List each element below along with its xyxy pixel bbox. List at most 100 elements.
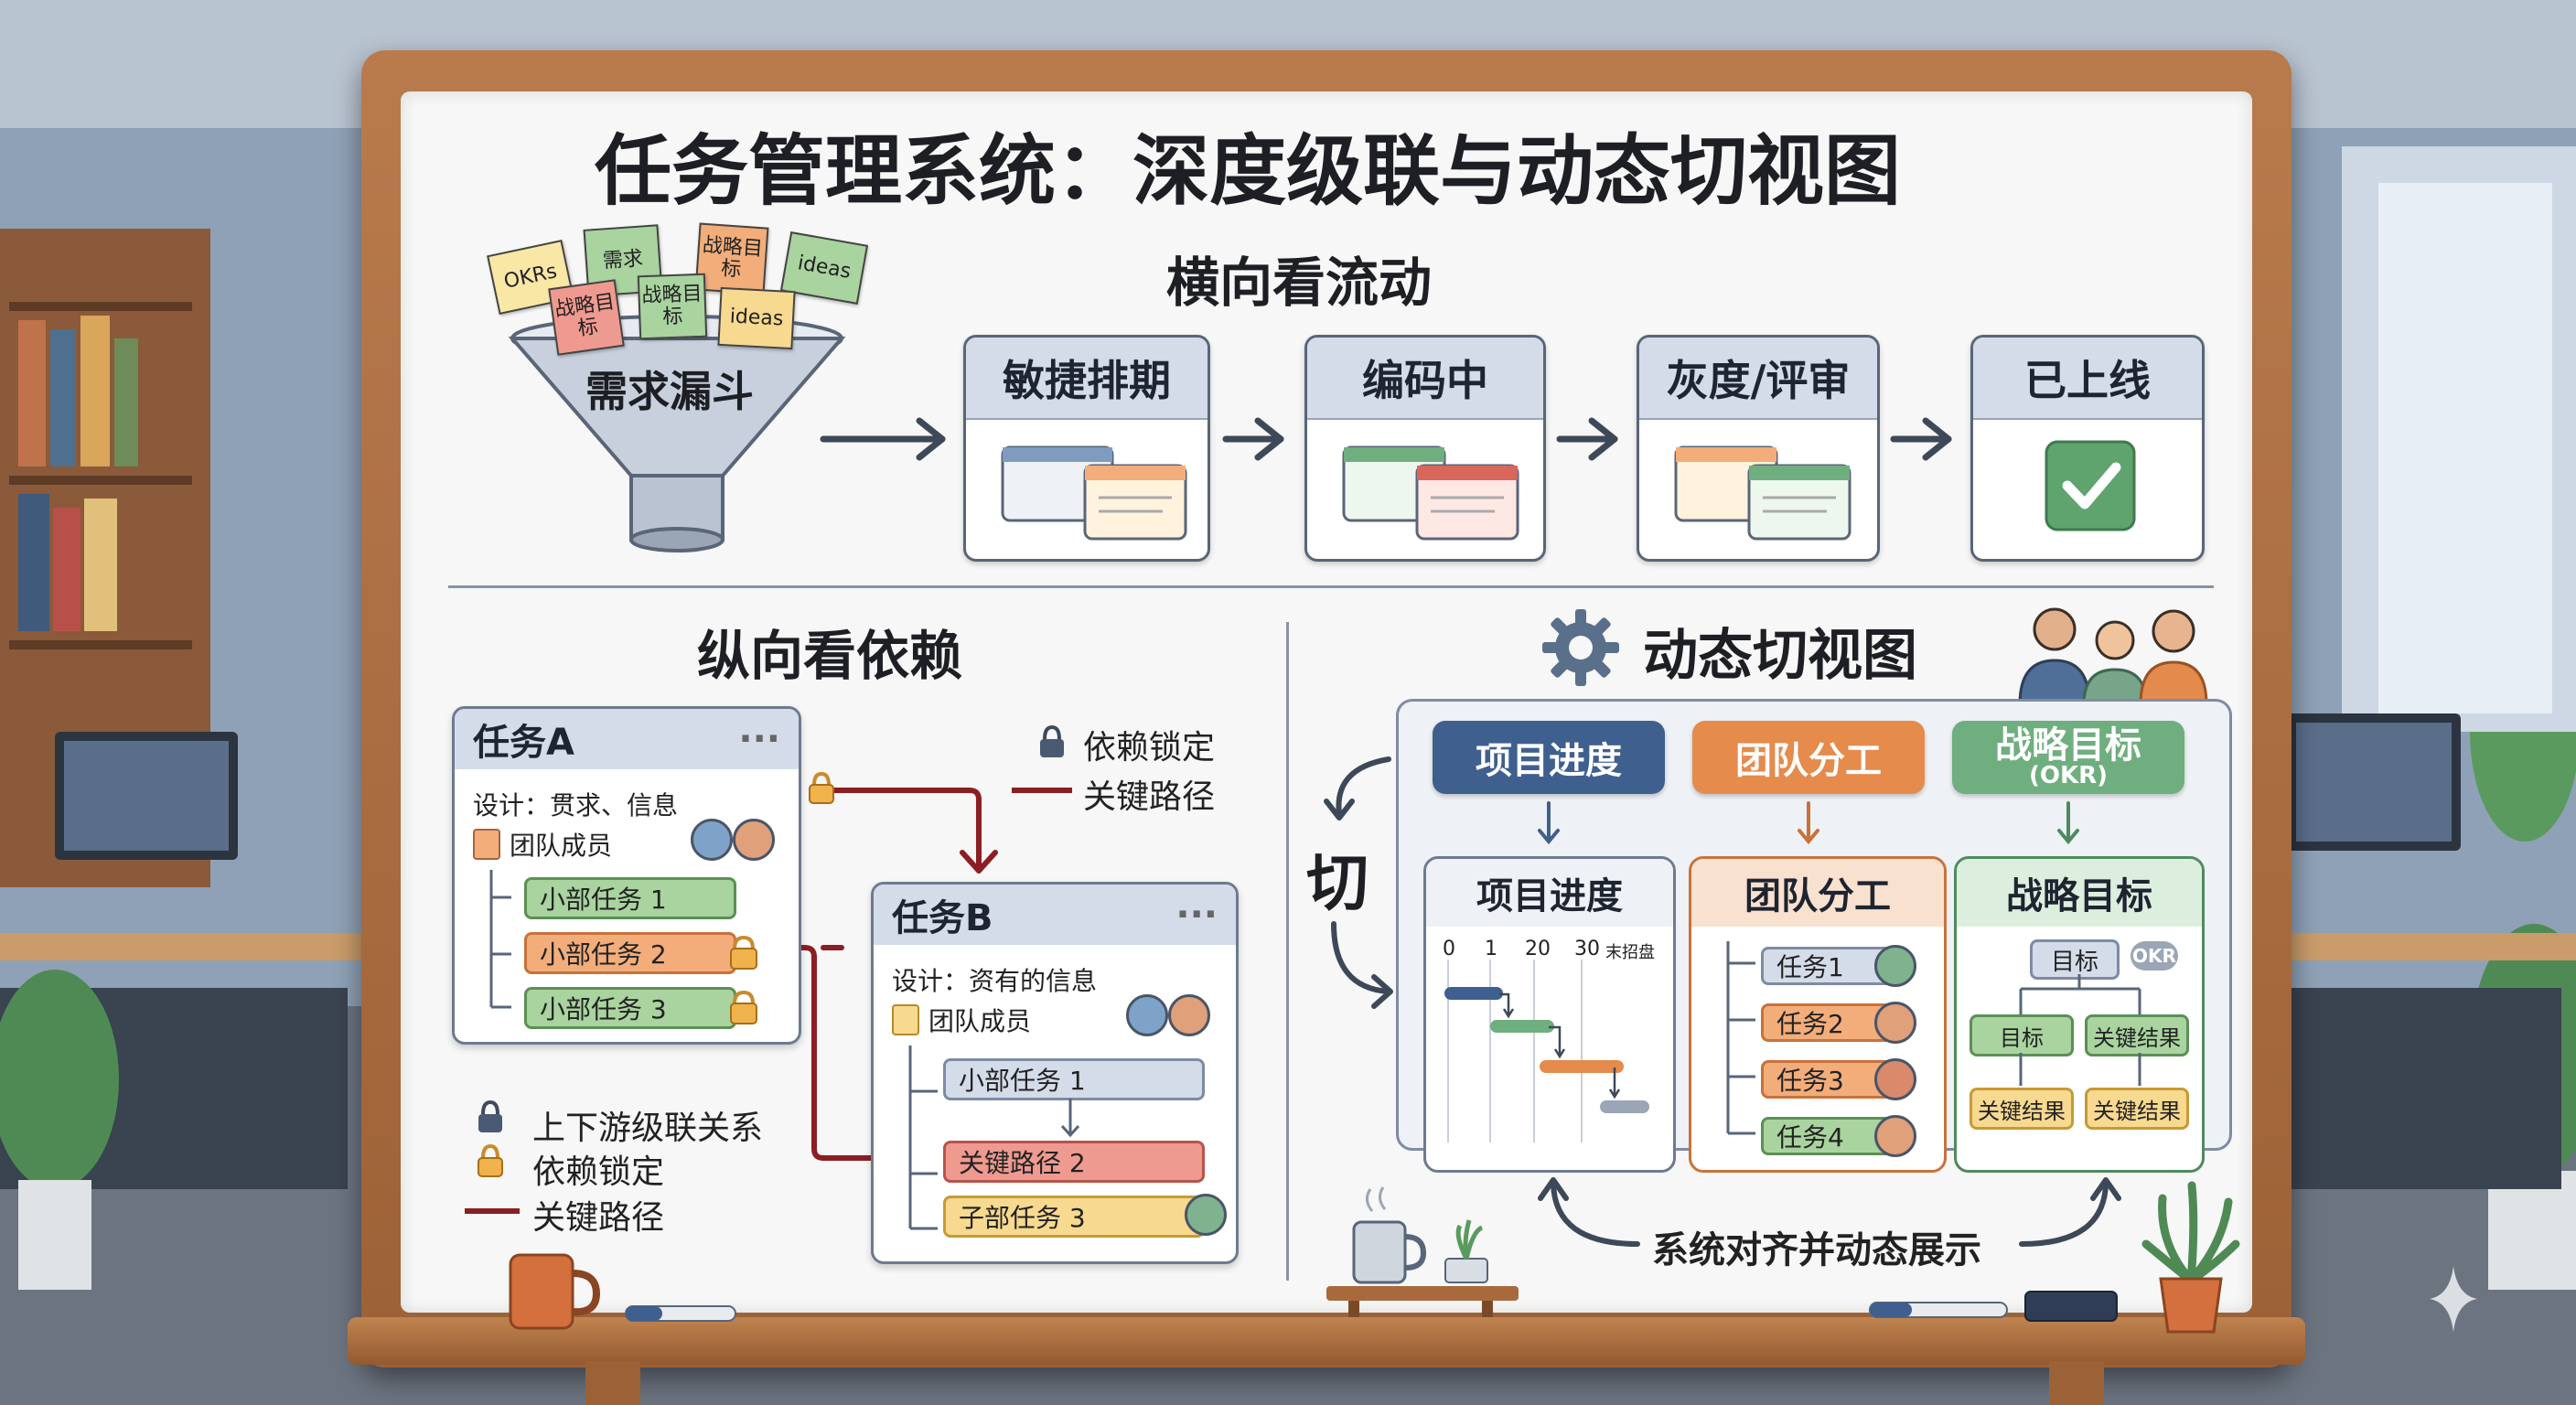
arrow-down-icon [1060, 1099, 1080, 1138]
avatar [1168, 994, 1210, 1036]
tab-strategic-okr[interactable]: 战略目标 (OKR) [1952, 721, 2184, 794]
tab-project-progress[interactable]: 项目进度 [1433, 721, 1665, 794]
stage-label: 敏捷排期 [966, 338, 1208, 420]
gantt-tick: 1 [1485, 938, 1497, 960]
avatar [691, 819, 733, 861]
whiteboard-tray [348, 1317, 2305, 1365]
gantt-tick: 20 [1525, 938, 1551, 960]
gear-icon [1542, 609, 1619, 686]
lock-icon [809, 771, 834, 804]
team-label: 团队成员 [510, 831, 613, 861]
okr-root-goal[interactable]: 目标 [2030, 939, 2120, 980]
section-divider-vertical [1286, 622, 1289, 1281]
tab-team-division[interactable]: 团队分工 [1692, 721, 1925, 794]
switch-arrows [1324, 756, 1393, 1009]
switch-label: 切 [1306, 848, 1369, 920]
okr-panel: 战略目标 目标 OKR 目标 关键结果 关键结果 关键结果 [1954, 856, 2205, 1173]
legend-cascade: 上下游级联关系 [532, 1110, 764, 1147]
note-strategy-3: 战略目标 [637, 273, 708, 340]
deps-heading: 纵向看依赖 [697, 625, 963, 687]
sparkle-icon [2430, 1266, 2477, 1332]
team-icon [473, 829, 500, 860]
team-title: 团队分工 [1691, 859, 1944, 927]
marker-icon [625, 1305, 736, 1322]
task-b-critical-path-2[interactable]: 关键路径 2 [943, 1141, 1205, 1183]
gantt-title: 项目进度 [1426, 859, 1673, 927]
team-panel: 团队分工 任务1 任务2 任务3 任务4 [1689, 856, 1947, 1173]
tree-lines [489, 870, 511, 1009]
checkmark-icon [2045, 440, 2136, 531]
task-b-card[interactable]: 任务B ··· 设计：资有的信息 团队成员 小部任务 1 关键路径 2 子部任务… [871, 882, 1239, 1264]
lock-icon [1040, 724, 1064, 757]
tab-sublabel: (OKR) [2028, 762, 2109, 789]
okr-key-result-1[interactable]: 关键结果 [1970, 1088, 2074, 1130]
flow-arrows [820, 417, 1952, 461]
task-a-title: 任务A [473, 722, 574, 764]
okr-badge: OKR [2131, 941, 2178, 971]
tree-lines [908, 1046, 938, 1230]
okr-tree-lines [2019, 974, 2141, 1014]
flow-heading: 横向看流动 [1166, 252, 1433, 314]
avatar [1874, 945, 1916, 987]
stage-canary-review: 灰度/评审 [1637, 335, 1880, 562]
task-b-subtask-3[interactable]: 子部任务 3 [943, 1196, 1205, 1238]
okr-key-result[interactable]: 关键结果 [2085, 1014, 2189, 1056]
task-b-team: 团队成员 [892, 1002, 1031, 1038]
stage-label: 灰度/评审 [1639, 338, 1877, 420]
lock-icon [478, 1099, 502, 1132]
note-strategy-1: 战略目标 [548, 279, 625, 356]
avatar [733, 819, 775, 861]
task-a-subtask-2[interactable]: 小部任务 2 [524, 932, 736, 974]
task-a-team: 团队成员 [473, 826, 612, 863]
okr-key-result-2[interactable]: 关键结果 [2085, 1088, 2189, 1130]
note-ideas-2: ideas [717, 286, 796, 350]
tab-label: 战略目标 [1995, 724, 2141, 767]
stage-launched: 已上线 [1970, 335, 2205, 562]
task-a-subtask-3[interactable]: 小部任务 3 [524, 987, 736, 1029]
views-footer: 系统对齐并动态展示 [1652, 1229, 1981, 1271]
okr-title: 战略目标 [1957, 859, 2202, 927]
eraser-icon [2024, 1291, 2118, 1322]
task-b-design: 设计：资有的信息 [892, 966, 1098, 996]
views-heading: 动态切视图 [1643, 624, 1917, 688]
okr-goal[interactable]: 目标 [1970, 1014, 2074, 1056]
board-leg-left [585, 1361, 640, 1405]
lock-icon [730, 935, 757, 1024]
avatar [1185, 1194, 1227, 1236]
team-task-1[interactable]: 任务1 [1761, 947, 1893, 985]
team-task-4[interactable]: 任务4 [1761, 1117, 1893, 1155]
tree-lines [1726, 941, 1755, 1135]
funnel-label: 需求漏斗 [585, 367, 754, 416]
lock-icon [478, 1143, 503, 1177]
okr-tree-lines [2019, 1053, 2141, 1086]
more-icon[interactable]: ··· [1175, 894, 1218, 936]
legend-lock: 依赖锁定 [532, 1153, 665, 1191]
task-b-title: 任务B [892, 897, 993, 939]
page-title: 任务管理系统：深度级联与动态切视图 [595, 126, 1902, 216]
gantt-tick: 末招盘 [1605, 943, 1655, 962]
section-divider-horizontal [448, 585, 2214, 588]
task-a-subtask-1[interactable]: 小部任务 1 [524, 877, 736, 919]
task-b-subtask-1[interactable]: 小部任务 1 [943, 1058, 1205, 1100]
team-task-3[interactable]: 任务3 [1761, 1060, 1893, 1099]
tab-arrows [1538, 801, 2079, 845]
critical-path-swatch [465, 1208, 520, 1214]
coffee-mug-icon [509, 1253, 601, 1330]
legend-path: 关键路径 [532, 1199, 665, 1237]
task-a-design: 设计：贯求、信息 [473, 790, 679, 820]
team-task-2[interactable]: 任务2 [1761, 1003, 1893, 1042]
gantt-panel: 项目进度 0 1 20 30 末招盘 [1423, 856, 1676, 1173]
gantt-tick: 0 [1443, 938, 1455, 960]
avatar [1126, 994, 1168, 1036]
legend-dependency-lock: 依赖锁定 [1083, 729, 1216, 767]
note-strategy-2: 战略目标 [694, 222, 769, 295]
avatar [1874, 1058, 1916, 1100]
task-a-card[interactable]: 任务A ··· 设计：贯求、信息 团队成员 小部任务 1 小部任务 2 小部任务… [452, 706, 801, 1045]
documents-icon [1674, 445, 1852, 541]
potted-plant-icon [2141, 1181, 2240, 1334]
more-icon[interactable]: ··· [738, 718, 780, 760]
team-icon [892, 1004, 919, 1035]
documents-icon [1001, 445, 1187, 541]
avatar [1874, 1115, 1916, 1157]
stage-label: 已上线 [1973, 338, 2202, 420]
